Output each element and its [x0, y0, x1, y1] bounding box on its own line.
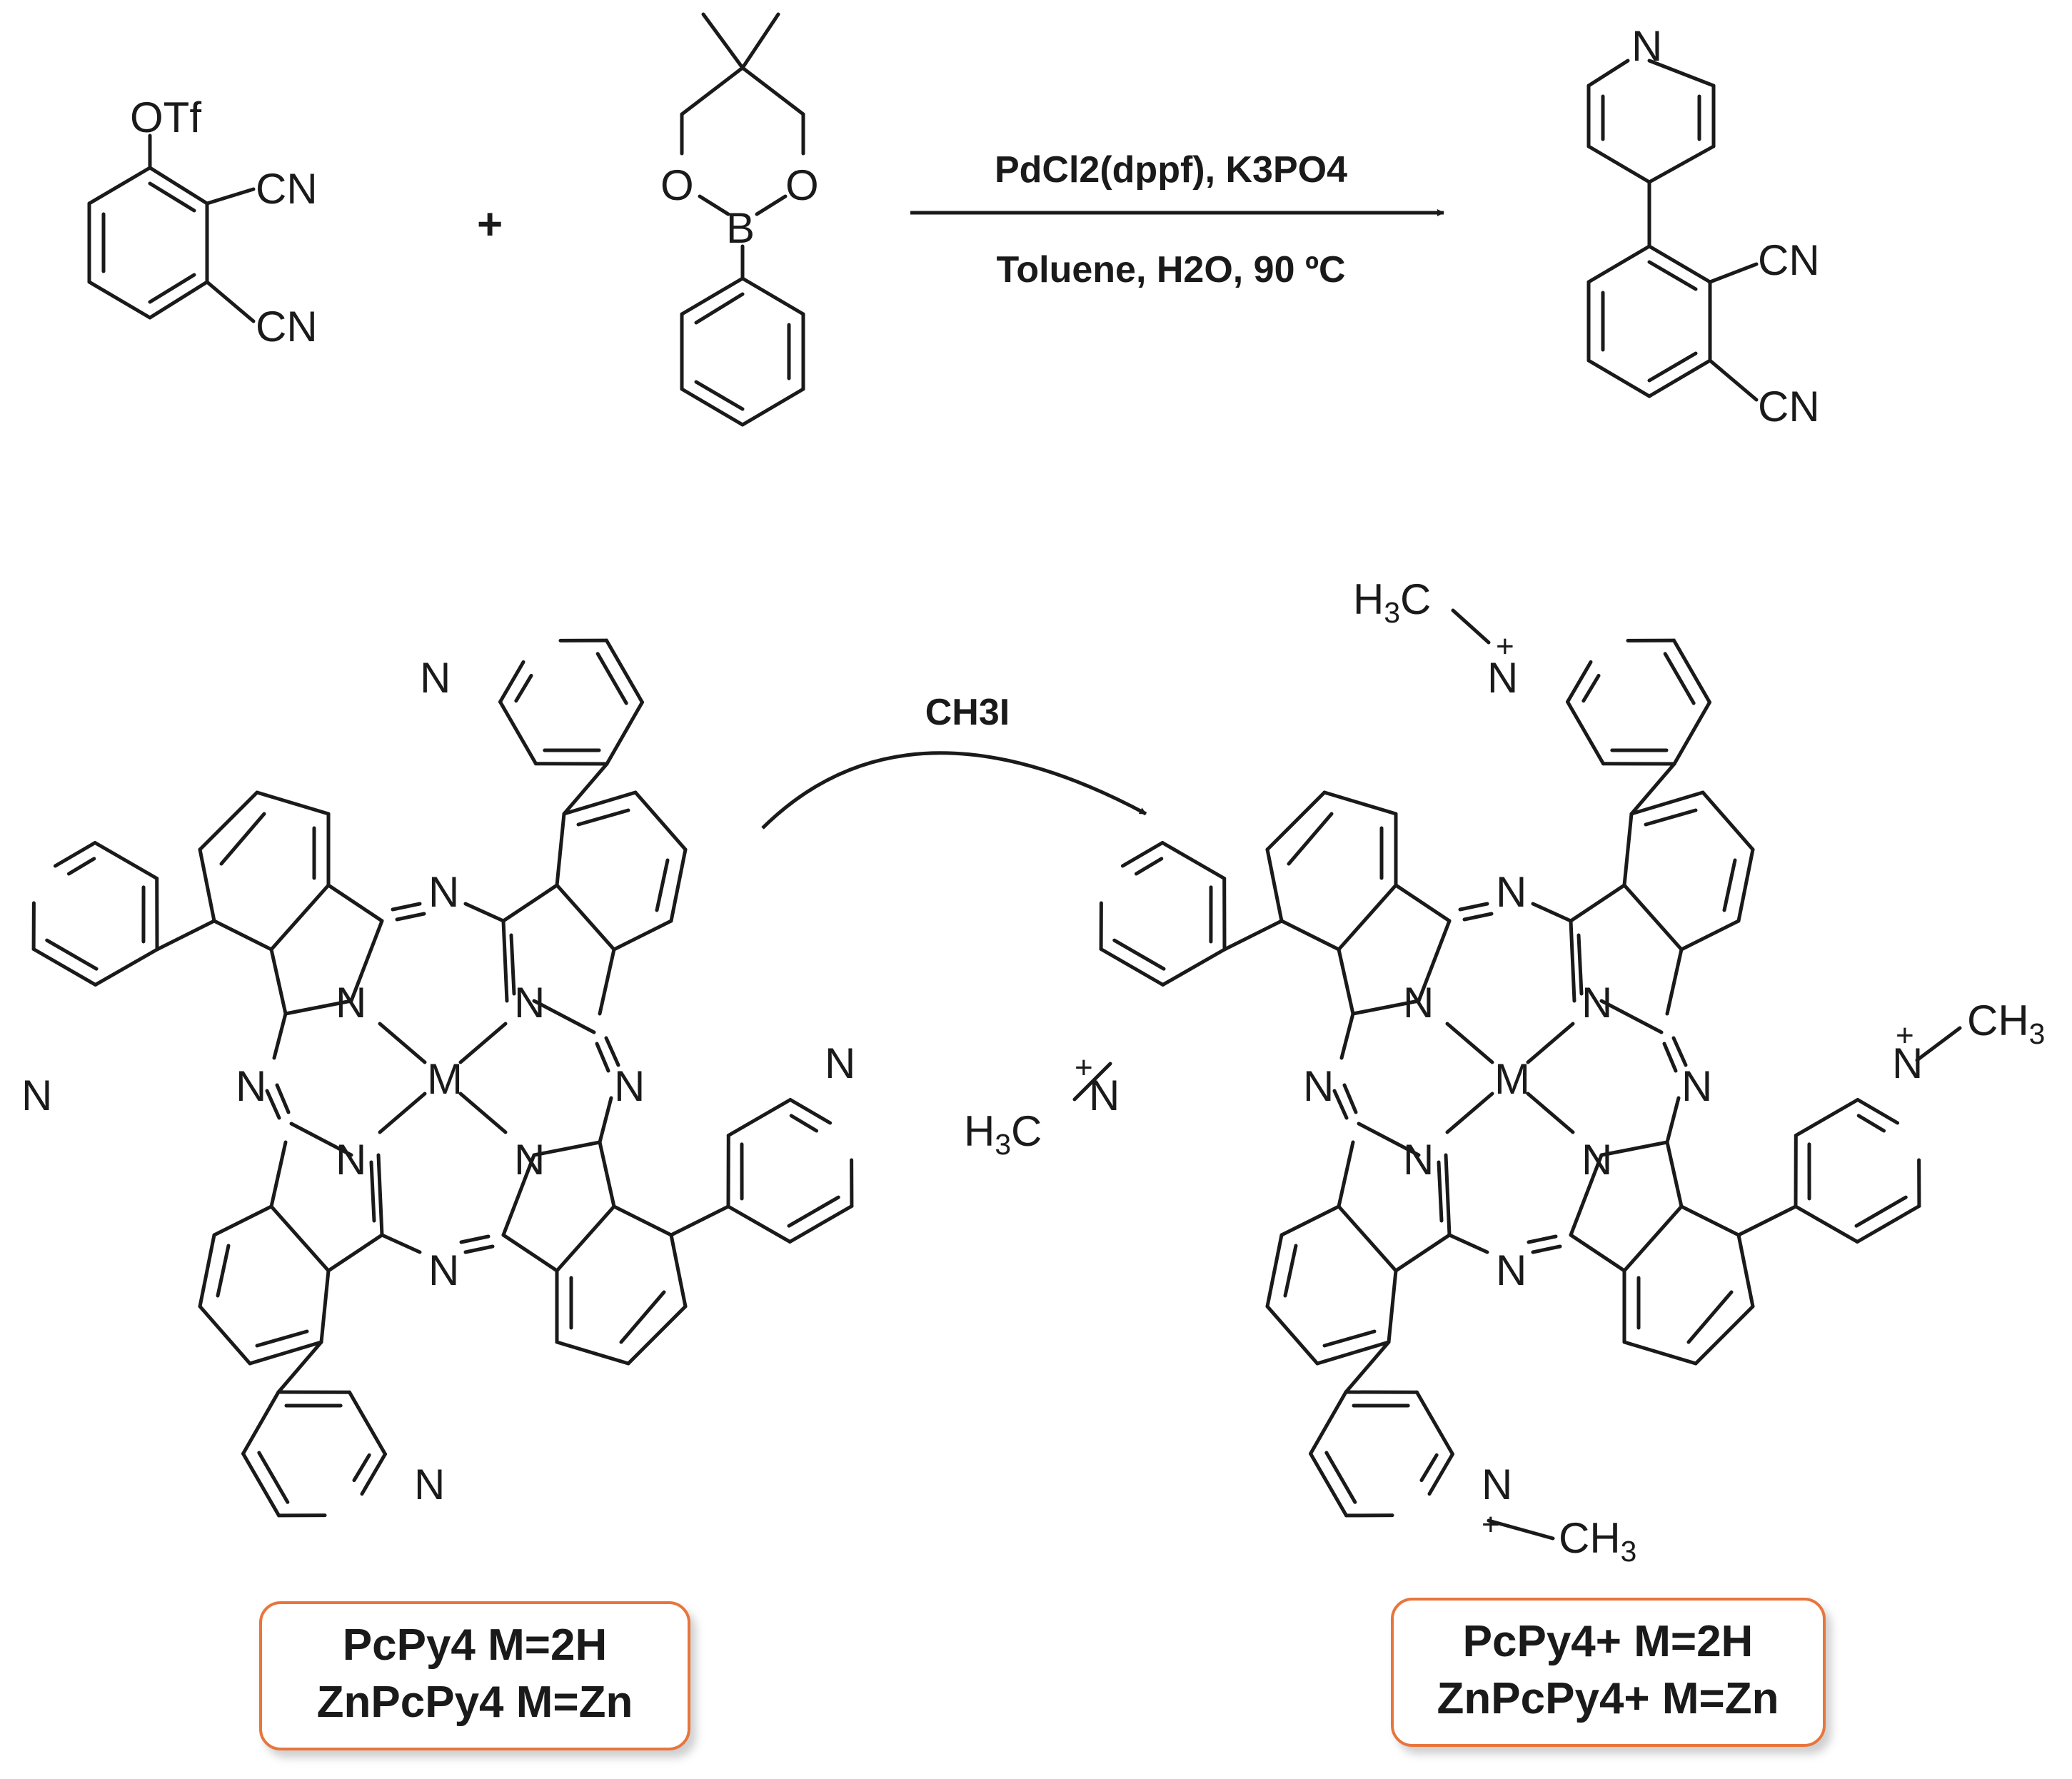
n-label: N — [1089, 1072, 1120, 1119]
n-label: N — [236, 1062, 266, 1110]
methyl-label: CH3 — [1559, 1514, 1636, 1568]
reaction-arrow-2: CH3I — [761, 692, 1147, 830]
n-label: N — [614, 1062, 645, 1110]
metal-label: M — [427, 1055, 463, 1103]
n-label: N — [1403, 979, 1434, 1027]
n-label: N — [414, 1461, 445, 1508]
n-label: N — [1581, 1136, 1612, 1184]
cn-label: CN — [256, 303, 318, 351]
n-label: N — [1482, 1461, 1512, 1508]
b-label: B — [726, 204, 755, 252]
methyl-label: H3C — [1353, 575, 1431, 629]
n-label: N — [420, 654, 451, 702]
condition-bottom: Toluene, H2O, 90 ºC — [996, 249, 1345, 291]
n-label: N — [1496, 868, 1527, 916]
n-label: N — [336, 1136, 366, 1184]
n-label: N — [21, 1072, 52, 1119]
n-label: N — [1631, 22, 1662, 70]
label-box-cationic: PcPy4+ M=2H ZnPcPy4+ M=Zn — [1391, 1598, 1826, 1747]
n-label: N — [428, 868, 459, 916]
reactant-boronate: O O B — [660, 12, 819, 427]
o-label: O — [785, 161, 819, 209]
positive-charge: + — [1496, 629, 1514, 664]
label-neutral-line1: PcPy4 M=2H — [343, 1621, 608, 1670]
otf-label: OTf — [130, 94, 201, 141]
n-label: N — [1892, 1039, 1923, 1087]
n-label: N — [1303, 1062, 1334, 1110]
methyl-label: H3C — [964, 1107, 1042, 1161]
plus-sign: + — [477, 200, 503, 249]
condition-top: PdCl2(dppf), K3PO4 — [995, 149, 1347, 191]
positive-charge: + — [1482, 1507, 1500, 1542]
reaction-arrow-1: PdCl2(dppf), K3PO4 Toluene, H2O, 90 ºC — [910, 149, 1444, 291]
positive-charge: + — [1896, 1018, 1914, 1053]
cn-label: CN — [1758, 383, 1820, 430]
label-neutral-line2: ZnPcPy4 M=Zn — [317, 1678, 633, 1727]
label-cationic-line1: PcPy4+ M=2H — [1463, 1617, 1754, 1666]
phthalocyanine-methylated: N N N N N N N N M N + H3C N + H3C N + CH… — [964, 575, 2045, 1568]
n-label: N — [1581, 979, 1612, 1027]
cn-label: CN — [1758, 236, 1820, 284]
n-label: N — [825, 1039, 855, 1087]
n-label: N — [1487, 654, 1518, 702]
phthalocyanine-neutral: N N N N N N N N M N N N N — [14, 620, 871, 1535]
n-label: N — [428, 1246, 459, 1294]
reactant-triflate: OTf CN CN — [87, 94, 318, 351]
n-label: N — [1496, 1246, 1527, 1294]
o-label: O — [660, 161, 694, 209]
n-label: N — [514, 1136, 545, 1184]
metal-label: M — [1494, 1055, 1530, 1103]
n-label: N — [1681, 1062, 1712, 1110]
cn-label: CN — [256, 165, 318, 213]
product-pyridyl-phthalonitrile: N CN CN — [1586, 22, 1820, 430]
methyl-label: CH3 — [1967, 997, 2045, 1050]
n-label: N — [514, 979, 545, 1027]
n-label: N — [1403, 1136, 1434, 1184]
reagent-ch3i: CH3I — [925, 692, 1010, 733]
label-cationic-line2: ZnPcPy4+ M=Zn — [1437, 1674, 1779, 1723]
positive-charge: + — [1075, 1050, 1093, 1085]
label-box-neutral: PcPy4 M=2H ZnPcPy4 M=Zn — [259, 1601, 690, 1750]
n-label: N — [336, 979, 366, 1027]
